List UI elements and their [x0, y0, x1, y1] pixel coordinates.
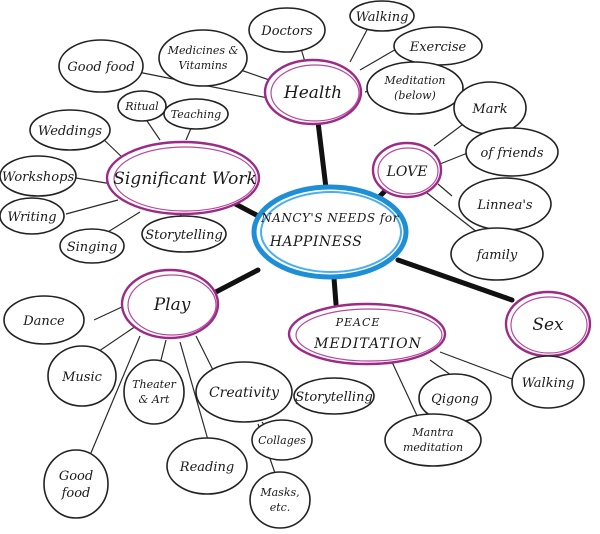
leaf-workshops: Workshops [0, 155, 77, 197]
leaf-label: Masks, [259, 486, 299, 499]
leaf-writing: Writing [0, 197, 65, 235]
hub-meditation-label: MEDITATION [313, 336, 422, 352]
leaf-label: Exercise [409, 40, 467, 55]
leaf-label: Weddings [38, 124, 102, 139]
leaf-storytelling-play: Storytelling [293, 377, 375, 415]
leaf-singing: Singing [59, 228, 125, 264]
hub-work-label: Significant Work [113, 169, 257, 189]
leaf-label: meditation [403, 441, 463, 454]
leaf-family: family [450, 227, 544, 281]
leaf-label: family [476, 248, 518, 263]
leaf-label: Storytelling [295, 390, 373, 405]
leaf-teaching: Teaching [163, 98, 229, 130]
hub-play-label: Play [153, 295, 191, 315]
leaf-masks: Masks, etc. [249, 471, 311, 529]
leaf-label: Good food [67, 60, 134, 75]
center-title-line2: HAPPINESS [269, 234, 363, 250]
leaf-label: of friends [480, 146, 543, 161]
leaf-storytelling-work: Storytelling [141, 215, 227, 253]
leaf-label: Vitamins [179, 59, 228, 72]
center-title-line1: NANCY'S NEEDS for [260, 211, 399, 225]
leaf-theater-art: Theater & Art [123, 359, 185, 425]
leaf-label: Medicines & [167, 44, 239, 57]
hub-love: LOVE [371, 141, 443, 199]
leaf-label: Writing [7, 210, 56, 225]
leaf-label: Music [61, 370, 103, 385]
leaf-label: Dance [22, 314, 65, 329]
center-outline-inner [260, 191, 402, 273]
leaf-label: (below) [394, 89, 436, 102]
leaf-label: Storytelling [145, 228, 223, 243]
leaf-music: Music [47, 345, 117, 407]
hub-love-label: LOVE [386, 164, 428, 180]
leaf-mark: Mark [453, 81, 527, 135]
hub-health: Health [263, 58, 363, 126]
leaf-label: Reading [179, 460, 234, 475]
leaf-linnea: Linnea's [458, 177, 552, 231]
center-node: NANCY'S NEEDS for HAPPINESS [251, 184, 409, 280]
leaf-label: food [61, 486, 91, 501]
leaf-label: Ritual [124, 100, 159, 113]
hub-sex: Sex [504, 290, 592, 358]
leaf-label: Collages [258, 434, 306, 447]
leaf-label: Teaching [171, 108, 221, 121]
leaf-label: Singing [67, 240, 118, 255]
leaf-ritual: Ritual [117, 90, 167, 122]
leaf-walking-bottom: Walking [511, 355, 585, 409]
leaf-label: Walking [356, 10, 409, 25]
leaf-weddings: Weddings [29, 109, 111, 151]
hub-significant-work: Significant Work [105, 140, 261, 216]
hub-peace-label: PEACE [335, 316, 381, 329]
leaf-label: Good [59, 469, 93, 484]
leaf-label: Qigong [431, 392, 479, 407]
leaf-label: Creativity [209, 385, 280, 401]
leaf-qigong: Qigong [418, 373, 492, 423]
leaf-dance: Dance [3, 295, 85, 345]
leaf-doctors: Doctors [248, 7, 326, 53]
leaf-label: Mark [471, 102, 507, 117]
leaf-medicines-vitamins: Medicines & Vitamins [158, 29, 248, 87]
hub-sex-label: Sex [532, 315, 564, 335]
leaf-mantra-meditation: Mantra meditation [384, 413, 482, 467]
leaf-exercise: Exercise [393, 26, 483, 66]
hub-peace-meditation: PEACE MEDITATION [287, 302, 447, 366]
leaf-good-food-top: Good food [58, 39, 144, 93]
leaf-label: Workshops [2, 170, 75, 185]
leaf-collages: Collages [251, 419, 313, 461]
leaf-creativity: Creativity [195, 361, 293, 423]
leaf-label: Linnea's [476, 198, 533, 213]
leaf-friends: of friends [465, 127, 559, 177]
leaf-meditation-below: Meditation (below) [366, 61, 464, 115]
center-outline [251, 184, 409, 280]
leaf-reading: Reading [166, 437, 248, 495]
leaf-label: Doctors [260, 24, 313, 39]
leaf-walking-top: Walking [349, 0, 415, 32]
leaf-label: etc. [270, 501, 291, 514]
leaf-label: Mantra [411, 426, 453, 439]
leaf-good-food-bottom: Good food [43, 449, 109, 519]
leaf-label: Theater [132, 378, 176, 391]
leaf-label: & Art [139, 393, 170, 406]
leaf-label: Walking [522, 376, 575, 391]
hub-health-label: Health [283, 83, 342, 103]
leaf-label: Meditation [384, 74, 446, 87]
hub-play: Play [120, 268, 220, 340]
